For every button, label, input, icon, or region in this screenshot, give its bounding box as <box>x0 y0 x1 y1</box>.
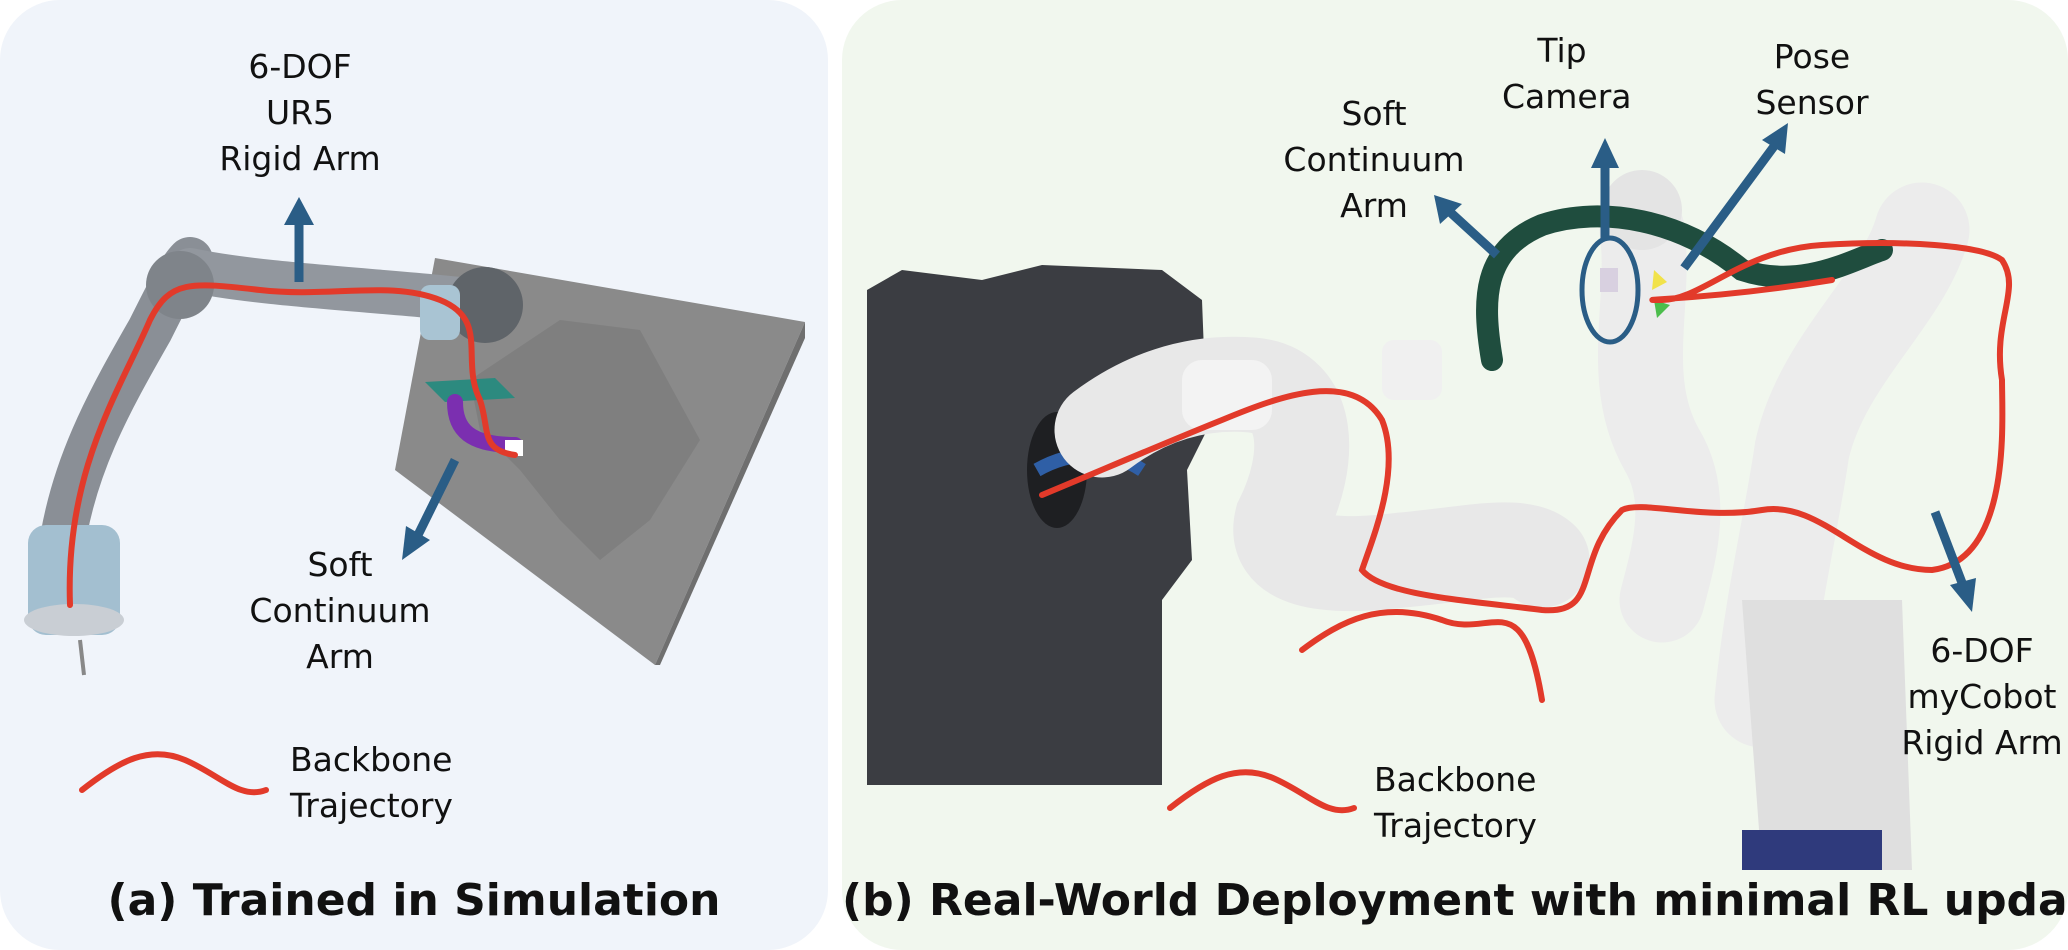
rigid-arm-arrow-head <box>1950 578 1976 612</box>
tip-camera-arrow-head <box>1591 138 1619 168</box>
panel-real-world: Tip Camera Pose Sensor Soft Continuum Ar… <box>842 0 2068 950</box>
right-arm-base <box>1742 600 1912 870</box>
legend-trajectory-swatch <box>79 751 269 796</box>
label-tip-camera: Tip Camera <box>1502 31 1632 116</box>
real-world-scene <box>867 123 2013 870</box>
sim-end-plate <box>425 378 515 402</box>
label-soft-continuum-arm: Soft Continuum Arm <box>1283 94 1465 225</box>
legend-trajectory-swatch-b <box>1167 769 1357 814</box>
sim-backbone-trajectory <box>66 282 518 608</box>
caption-a: (a) Trained in Simulation <box>107 875 721 926</box>
label-pose-sensor: Pose Sensor <box>1755 37 1869 122</box>
soft-arm-arrow-shaft <box>413 458 460 537</box>
pose-sensor-arrow-shaft <box>1680 142 1779 271</box>
sim-wall-edge <box>655 322 805 665</box>
label-soft-arm: Soft Continuum Arm <box>249 545 431 676</box>
pose-sensor-arrow-head <box>1762 123 1788 154</box>
tip-camera-highlight <box>1579 235 1641 345</box>
soft-arm-arrow-shaft <box>1446 208 1501 259</box>
left-arm-gripper <box>1182 360 1272 430</box>
tip-camera <box>1600 268 1618 292</box>
legend-label: Backbone Trajectory <box>290 740 453 825</box>
base-stand <box>1742 830 1882 870</box>
foam-wall <box>867 265 1207 785</box>
caption-b: (b) Real-World Deployment with minimal R… <box>842 875 2068 926</box>
label-mycobot-rigid-arm: 6-DOF myCobot Rigid Arm <box>1901 631 2063 762</box>
simulation-scene <box>24 197 805 796</box>
rigid-arm-arrow-shaft <box>1930 510 1969 590</box>
panel-simulation: 6-DOF UR5 Rigid Arm Soft Continuum Arm B… <box>0 0 828 950</box>
pose-sensor-green <box>1654 300 1670 318</box>
real-backbone-trajectory <box>1039 240 2013 614</box>
ur5-cable <box>78 639 86 676</box>
label-ur5-rigid-arm: 6-DOF UR5 Rigid Arm <box>219 47 381 178</box>
sim-wall-shadow <box>470 320 700 560</box>
soft-continuum-hose <box>1476 205 1893 371</box>
center-arm-body <box>1597 187 1721 643</box>
soft-arm-arrow-head <box>402 526 430 560</box>
soft-arm-arrow-head <box>1434 195 1462 224</box>
ur5-base-plate <box>24 604 124 636</box>
pose-sensor-yellow <box>1652 270 1667 290</box>
rigid-arm-arrow-head <box>284 197 314 225</box>
sim-soft-arm <box>447 394 523 453</box>
right-arm-trajectory <box>1299 609 1545 703</box>
legend-label-b: Backbone Trajectory <box>1374 760 1537 845</box>
left-arm-wrist <box>1382 340 1442 400</box>
